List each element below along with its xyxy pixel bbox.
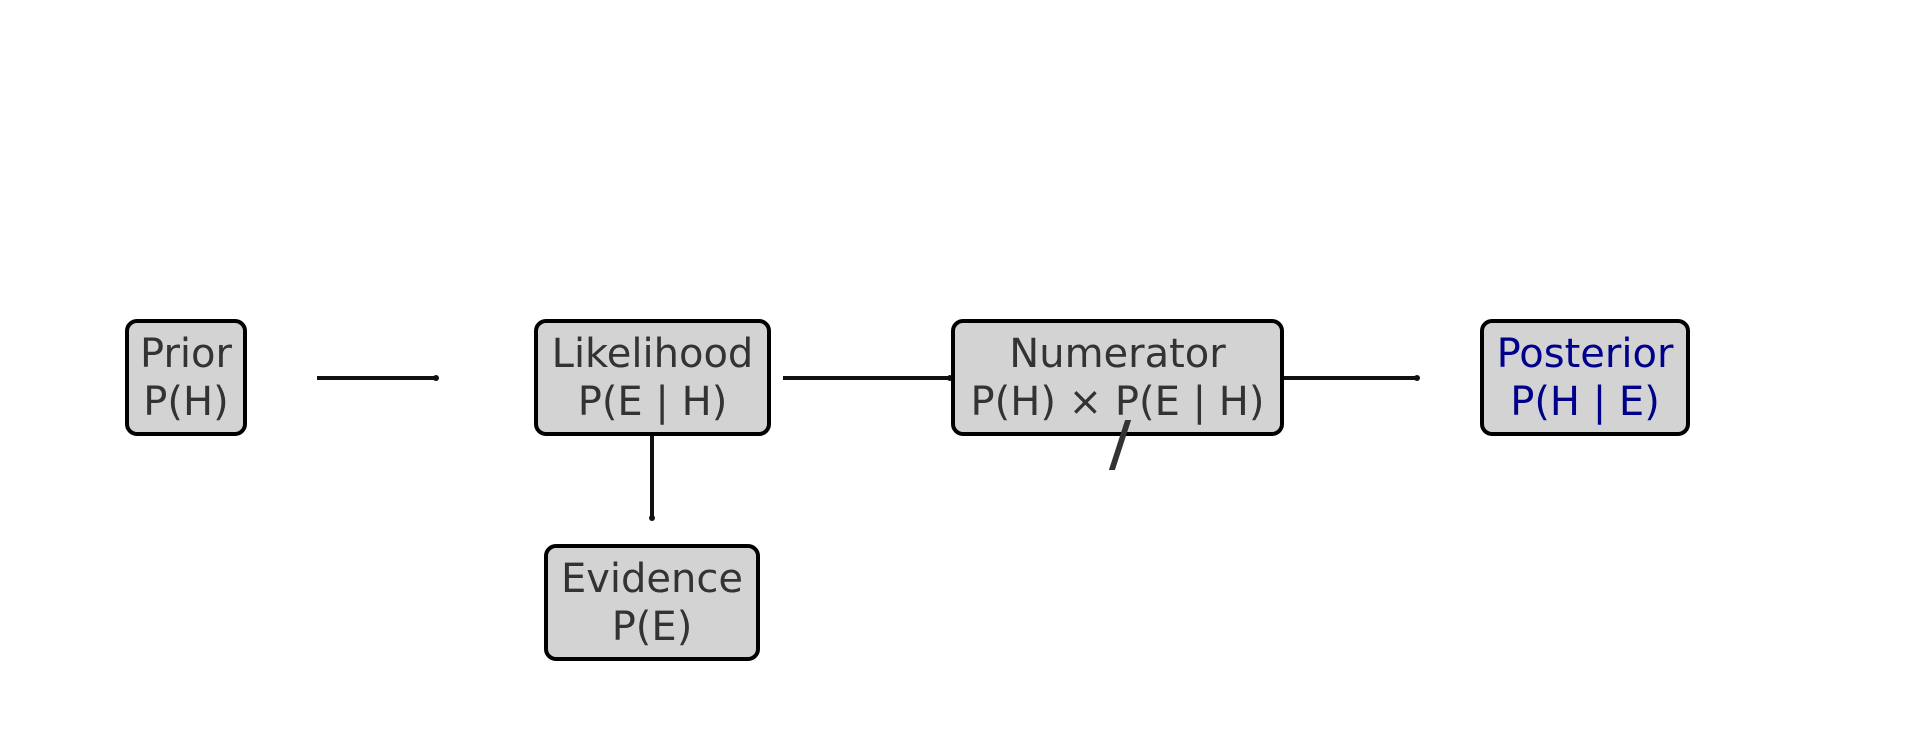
edge-likelihood-to-evidence-arrowhead bbox=[649, 515, 655, 521]
likelihood-title: Likelihood bbox=[551, 330, 754, 377]
edge-likelihood-to-evidence bbox=[649, 436, 655, 521]
edge-prior-to-likelihood bbox=[317, 375, 439, 381]
edge-numerator-to-posterior bbox=[1284, 375, 1420, 381]
edge-likelihood-to-numerator-arrowhead bbox=[947, 375, 953, 381]
numerator-formula: P(H) × P(E | H) bbox=[970, 378, 1265, 425]
prior-formula: P(H) bbox=[143, 378, 229, 425]
prior-title: Prior bbox=[140, 330, 232, 377]
edge-prior-to-likelihood-arrowhead bbox=[433, 375, 439, 381]
numerator-title: Numerator bbox=[1009, 330, 1226, 377]
posterior-node: Posterior P(H | E) bbox=[1480, 319, 1690, 436]
prior-node: Prior P(H) bbox=[125, 319, 247, 436]
edge-numerator-to-posterior-arrowhead bbox=[1414, 375, 1420, 381]
posterior-formula: P(H | E) bbox=[1510, 378, 1660, 425]
numerator-node: Numerator P(H) × P(E | H) bbox=[951, 319, 1284, 436]
likelihood-node: Likelihood P(E | H) bbox=[534, 319, 771, 436]
posterior-title: Posterior bbox=[1496, 330, 1674, 377]
edge-likelihood-to-numerator bbox=[783, 375, 953, 381]
likelihood-formula: P(E | H) bbox=[577, 378, 728, 425]
evidence-formula: P(E) bbox=[611, 603, 693, 650]
evidence-title: Evidence bbox=[560, 555, 743, 602]
evidence-node: Evidence P(E) bbox=[544, 544, 760, 661]
